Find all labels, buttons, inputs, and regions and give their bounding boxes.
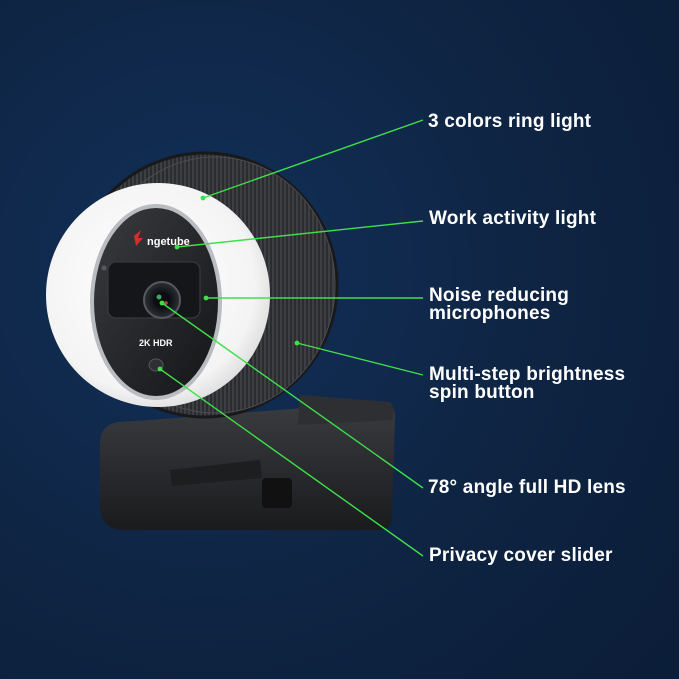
hdr-badge: 2K HDR: [139, 338, 173, 348]
mount-base: [100, 395, 395, 530]
callout-lens: 78° angle full HD lens: [428, 477, 626, 498]
callout-ring-light: 3 colors ring light: [428, 111, 592, 132]
callout-privacy-slider: Privacy cover slider: [429, 545, 613, 566]
callout-lines: [157, 119, 424, 557]
callout-spin-button: Multi-step brightness spin button: [429, 364, 626, 403]
brand-logo: ngetube: [147, 236, 190, 248]
callout-activity-light: Work activity light: [429, 208, 597, 229]
callout-microphones: Noise reducing microphones: [429, 285, 570, 324]
camera-faceplate: [90, 204, 222, 400]
